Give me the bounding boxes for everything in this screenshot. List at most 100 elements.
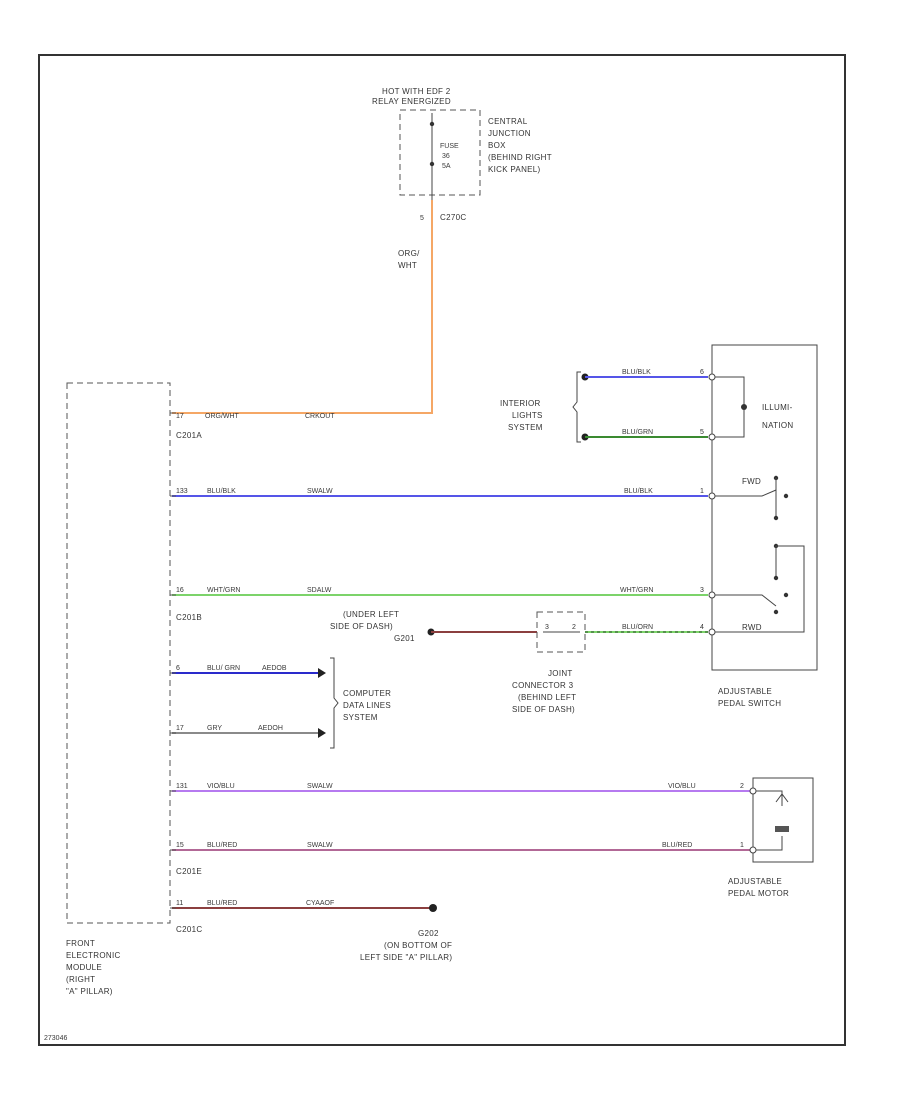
- row9-code1: BLU/RED: [207, 900, 237, 907]
- fwd-label: FWD: [742, 477, 761, 486]
- motor-feed-bottom: [756, 836, 783, 851]
- interior-lights-system: INTERIOR LIGHTS SYSTEM BLU/BLK BLU/GRN 6…: [500, 369, 708, 443]
- interior-pin-top: 6: [700, 369, 704, 376]
- interior-pin-bottom: 5: [700, 429, 704, 436]
- motor-feed-top: [756, 790, 783, 806]
- row8-code3: BLU/RED: [662, 842, 692, 849]
- row2-pin-r: 1: [700, 488, 704, 495]
- g202-label-line3: LEFT SIDE "A" PILLAR): [360, 953, 452, 962]
- fuse-number: 36: [442, 153, 450, 160]
- pedal-switch-outline: [711, 344, 818, 671]
- interior-label-line3: SYSTEM: [508, 423, 543, 432]
- fwd-contact: [715, 489, 777, 497]
- motor-symbol-icon: [775, 826, 789, 832]
- rwd-pivot: [773, 609, 779, 615]
- fem-label-line5: "A" PILLAR): [66, 987, 113, 996]
- fem-terminals: [170, 412, 176, 909]
- fuse-top-terminal: [429, 121, 435, 127]
- adjustable-pedal-motor: ADJUSTABLE PEDAL MOTOR: [728, 777, 814, 898]
- wire-row-8: 15 BLU/RED SWALW BLU/RED 1: [172, 842, 750, 851]
- adjustable-pedal-switch: ILLUMI- NATION FWD RWD ADJUSTABLE PEDAL …: [708, 344, 818, 708]
- row7-code2: SWALW: [307, 783, 333, 790]
- row1-code1: ORG/WHT: [205, 413, 240, 420]
- connector-c201b: C201B: [176, 613, 202, 622]
- row6-pin: 17: [176, 725, 184, 732]
- g201-label-line1: (UNDER LEFT: [343, 610, 399, 619]
- cjb-connector: C270C: [440, 213, 466, 222]
- fem-label-line3: MODULE: [66, 963, 102, 972]
- rwd-contact: [715, 594, 777, 607]
- row5-pin: 6: [176, 665, 180, 672]
- g201-label-line3: G201: [394, 634, 415, 643]
- switch-common-loop: [715, 545, 805, 633]
- illum-label-line2: NATION: [762, 421, 793, 430]
- g201-label-line2: SIDE OF DASH): [330, 622, 393, 631]
- switch-pivot-3: [773, 575, 779, 581]
- g202-label-line1: G202: [418, 929, 439, 938]
- front-electronic-module: FRONT ELECTRONIC MODULE (RIGHT "A" PILLA…: [66, 382, 202, 996]
- row1-code2: CRKOUT: [305, 413, 335, 420]
- junction-box-outline: [399, 109, 481, 196]
- computer-label-line2: DATA LINES: [343, 701, 391, 710]
- row3-pin: 16: [176, 587, 184, 594]
- rwd-label: RWD: [742, 623, 762, 632]
- ground-g201-circuit: (UNDER LEFT SIDE OF DASH) G201 3 2 BLU/O…: [330, 610, 708, 714]
- feed-wire: ORG/ WHT: [172, 200, 433, 414]
- wire-row-3: 16 WHT/GRN SDALW WHT/GRN 3: [172, 587, 708, 596]
- joint-pin-left: 3: [545, 624, 549, 631]
- central-junction-box: HOT WITH EDF 2 RELAY ENERGIZED FUSE 36 5…: [372, 87, 552, 222]
- feed-wire-code-line1: ORG/: [398, 249, 420, 258]
- joint-pin-right: 2: [572, 624, 576, 631]
- row1-pin: 17: [176, 413, 184, 420]
- computer-bracket: [330, 657, 339, 749]
- cjb-desc-line5: KICK PANEL): [488, 165, 541, 174]
- row6-arrow: [318, 728, 326, 738]
- interior-bracket: [572, 371, 581, 443]
- diagram-frame: [38, 54, 846, 1046]
- rwd-contact-dot: [783, 592, 789, 598]
- computer-label-line1: COMPUTER: [343, 689, 391, 698]
- illum-label-line1: ILLUMI-: [762, 403, 793, 412]
- row8-pin: 15: [176, 842, 184, 849]
- pedal-switch-name-line1: ADJUSTABLE: [718, 687, 772, 696]
- pedal-motor-outline: [752, 777, 814, 863]
- row2-code2: SWALW: [307, 488, 333, 495]
- interior-wire-top-code: BLU/BLK: [622, 369, 651, 376]
- g202-label-line2: (ON BOTTOM OF: [384, 941, 452, 950]
- joint-label-line3: (BEHIND LEFT: [518, 693, 576, 702]
- row9-pin: 11: [176, 900, 183, 907]
- wire-row-9: 11 BLU/RED CYAAOF G202 (ON BOTTOM OF LEF…: [172, 900, 452, 962]
- motor-winding-icon: [775, 793, 789, 803]
- row2-code3: BLU/BLK: [624, 488, 653, 495]
- wire-row-5: 6 BLU/ GRN AEDOB: [172, 665, 326, 678]
- pedal-motor-terminal-2: [749, 787, 757, 795]
- fem-label-line2: ELECTRONIC: [66, 951, 121, 960]
- row6-code1: GRY: [207, 725, 222, 732]
- connector-c201e: C201E: [176, 867, 202, 876]
- figure-id: 273046: [44, 1035, 67, 1042]
- pedal-switch-terminal-4: [708, 628, 716, 636]
- hot-note-line1: HOT WITH EDF 2: [382, 87, 451, 96]
- row3-code3: WHT/GRN: [620, 587, 653, 594]
- row7-pin-r: 2: [740, 783, 744, 790]
- joint-label-line2: CONNECTOR 3: [512, 681, 574, 690]
- row7-code3: VIO/BLU: [668, 783, 696, 790]
- cjb-desc-line2: JUNCTION: [488, 129, 531, 138]
- wire-row-7: 131 VIO/BLU SWALW VIO/BLU 2: [172, 783, 750, 792]
- pedal-switch-terminal-1: [708, 492, 716, 500]
- fuse-bottom-terminal: [429, 161, 435, 167]
- row8-code2: SWALW: [307, 842, 333, 849]
- pedal-motor-name-line2: PEDAL MOTOR: [728, 889, 789, 898]
- g202-ground-dot: [429, 904, 437, 912]
- pedal-motor-terminal-1: [749, 846, 757, 854]
- fem-label-line4: (RIGHT: [66, 975, 95, 984]
- row4-pin-r: 4: [700, 624, 704, 631]
- row2-pin: 133: [176, 488, 188, 495]
- interior-wire-bottom-code: BLU/GRN: [622, 429, 653, 436]
- row8-pin-r: 1: [740, 842, 744, 849]
- row3-pin-r: 3: [700, 587, 704, 594]
- row4-code1: BLU/ORN: [622, 624, 653, 631]
- row5-code1: BLU/ GRN: [207, 665, 240, 672]
- pedal-motor-name-line1: ADJUSTABLE: [728, 877, 782, 886]
